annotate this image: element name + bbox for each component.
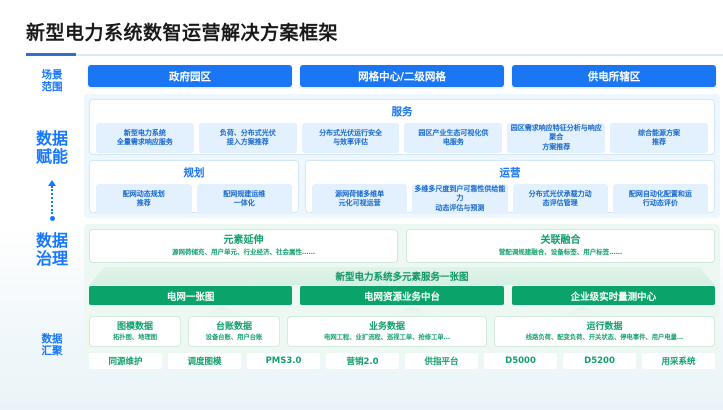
service-item[interactable]: 分布式光伏运行安全 与效率评估 <box>301 123 400 153</box>
scene-scope-row: 政府园区 网格中心/二级网格 供电所辖区 <box>88 65 716 87</box>
planning-group: 规划 配网动态规划 推荐 配网规建运维 一体化 <box>89 160 299 214</box>
aggregation-card-subtitle: 电网工程、业扩流程、巡视工单、抢修工单… <box>324 333 450 341</box>
aggregation-card-subtitle: 设备台账、用户台账 <box>205 333 263 341</box>
operation-item[interactable]: 配网自动化配置和运 行动态评价 <box>612 184 708 214</box>
service-item[interactable]: 新型电力系统 全量需求响应服务 <box>96 123 194 153</box>
aggregation-card-graph-model-data[interactable]: 图模数据 拓扑图、地理图 <box>89 316 181 347</box>
aggregation-card-title: 运行数据 <box>586 321 623 332</box>
service-item-list: 新型电力系统 全量需求响应服务 负荷、分布式光伏 接入方案推荐 分布式光伏运行安… <box>96 123 708 153</box>
planning-group-title: 规划 <box>183 167 205 179</box>
operation-item[interactable]: 多维多尺度到户可靠性供给能力 动态评估与预测 <box>412 184 508 214</box>
sidebar-label-data-aggregation: 数据 汇聚 <box>41 333 63 357</box>
upward-arrow-icon <box>48 180 56 221</box>
governance-card-title: 元素延伸 <box>223 235 264 247</box>
source-system-marketing2[interactable]: 营销2.0 <box>326 353 399 369</box>
title-divider <box>26 54 723 56</box>
operation-item[interactable]: 分布式光伏承载力动 态评估管理 <box>512 184 608 214</box>
aggregation-card-row: 图模数据 拓扑图、地理图 台账数据 设备台账、用户台账 业务数据 电网工程、业扩… <box>89 316 715 347</box>
service-item[interactable]: 综合能源方案 推荐 <box>610 123 708 153</box>
one-map-band-title: 新型电力系统多元素服务一张图 <box>335 272 469 283</box>
source-system-homologous-maintenance[interactable]: 同源维护 <box>89 353 162 369</box>
platform-pill-grid-resource-midend[interactable]: 电网资源业务中台 <box>300 286 504 305</box>
aggregation-card-subtitle: 线路负荷、配变负荷、开关状态、停电事件、用户电量… <box>525 333 684 341</box>
service-item[interactable]: 园区产业生态可视化供 电服务 <box>404 123 503 153</box>
aggregation-card-title: 台账数据 <box>215 321 252 332</box>
arrow-head-icon <box>48 180 56 186</box>
funnel-arrow-icon <box>389 306 435 316</box>
aggregation-card-operation-data[interactable]: 运行数据 线路负荷、配变负荷、开关状态、停电事件、用户电量… <box>494 316 715 347</box>
planning-item[interactable]: 配网规建运维 一体化 <box>196 184 292 214</box>
source-system-supply-command-platform[interactable]: 供指平台 <box>405 353 478 369</box>
scene-pill-supply-station-area[interactable]: 供电所辖区 <box>512 65 716 87</box>
data-governance-panel: 元素延伸 源网荷储充、用户单元、行业经济、社会属性…… 关联融合 营配调规建融合… <box>84 224 720 369</box>
planning-item[interactable]: 配网动态规划 推荐 <box>96 184 192 214</box>
aggregation-card-ledger-data[interactable]: 台账数据 设备台账、用户台账 <box>188 316 280 347</box>
data-empowerment-panel: 服务 新型电力系统 全量需求响应服务 负荷、分布式光伏 接入方案推荐 分布式光伏… <box>84 94 720 218</box>
operation-group-title: 运营 <box>499 167 521 179</box>
planning-item-list: 配网动态规划 推荐 配网规建运维 一体化 <box>96 184 292 214</box>
aggregation-card-business-data[interactable]: 业务数据 电网工程、业扩流程、巡视工单、抢修工单… <box>287 316 487 347</box>
source-system-row: 同源维护 调度图模 PMS3.0 营销2.0 供指平台 D5000 D5200 … <box>89 353 715 369</box>
sidebar-label-data-empowerment: 数据 赋能 <box>35 129 68 166</box>
arrow-tail-dot-icon <box>49 216 55 221</box>
operation-item-list: 源网荷储多维单 元化可视运营 多维多尺度到户可靠性供给能力 动态评估与预测 分布… <box>312 184 708 214</box>
source-system-pms3[interactable]: PMS3.0 <box>247 353 320 369</box>
platform-pill-grid-one-map[interactable]: 电网一张图 <box>89 286 293 305</box>
source-system-d5000[interactable]: D5000 <box>484 353 557 369</box>
funnel-arrow-row <box>89 306 715 316</box>
aggregation-card-subtitle: 拓扑图、地理图 <box>112 333 158 341</box>
aggregation-card-title: 业务数据 <box>368 321 405 332</box>
operation-item[interactable]: 源网荷储多维单 元化可视运营 <box>312 184 408 214</box>
source-system-dispatch-graph-model[interactable]: 调度图模 <box>168 353 241 369</box>
governance-card-row: 元素延伸 源网荷储充、用户单元、行业经济、社会属性…… 关联融合 营配调规建融合… <box>89 229 715 263</box>
governance-card-element-extension[interactable]: 元素延伸 源网荷储充、用户单元、行业经济、社会属性…… <box>89 229 398 263</box>
source-system-metering-system[interactable]: 用采系统 <box>642 353 715 369</box>
governance-card-subtitle: 源网荷储充、用户单元、行业经济、社会属性…… <box>172 248 315 257</box>
one-map-band: 新型电力系统多元素服务一张图 <box>89 267 715 285</box>
platform-pill-realtime-measurement-center[interactable]: 企业级实时量测中心 <box>511 286 715 305</box>
planning-operation-row: 规划 配网动态规划 推荐 配网规建运维 一体化 运营 源网荷储多维单 元化可视运… <box>89 160 715 214</box>
governance-card-association-fusion[interactable]: 关联融合 营配调规建融合、设备标签、用户标签…… <box>406 229 715 263</box>
sidebar-label-data-governance: 数据 治理 <box>35 231 68 268</box>
scene-pill-government-park[interactable]: 政府园区 <box>88 65 292 87</box>
aggregation-card-title: 图模数据 <box>116 321 153 332</box>
source-system-d5200[interactable]: D5200 <box>563 353 636 369</box>
funnel-arrow-icon <box>559 306 605 316</box>
service-group: 服务 新型电力系统 全量需求响应服务 负荷、分布式光伏 接入方案推荐 分布式光伏… <box>89 99 715 155</box>
governance-card-subtitle: 营配调规建融合、设备标签、用户标签…… <box>498 248 623 257</box>
platform-row: 电网一张图 电网资源业务中台 企业级实时量测中心 <box>89 286 715 305</box>
governance-card-title: 关联融合 <box>540 235 581 247</box>
one-map-band-shape <box>89 267 715 285</box>
service-group-title: 服务 <box>391 106 413 118</box>
arrow-stem-icon <box>51 186 53 214</box>
service-item[interactable]: 负荷、分布式光伏 接入方案推荐 <box>198 123 297 153</box>
page-title: 新型电力系统数智运营解决方案框架 <box>26 22 339 44</box>
service-item[interactable]: 园区需求响应特征分析与响应聚合 方案推荐 <box>507 123 606 153</box>
funnel-arrow-icon <box>199 306 245 316</box>
operation-group: 运营 源网荷储多维单 元化可视运营 多维多尺度到户可靠性供给能力 动态评估与预测… <box>305 160 715 214</box>
sidebar-label-scene-scope: 场景 范围 <box>41 69 63 93</box>
scene-pill-grid-center[interactable]: 网格中心/二级网格 <box>300 65 504 87</box>
title-divider-accent <box>26 53 76 56</box>
